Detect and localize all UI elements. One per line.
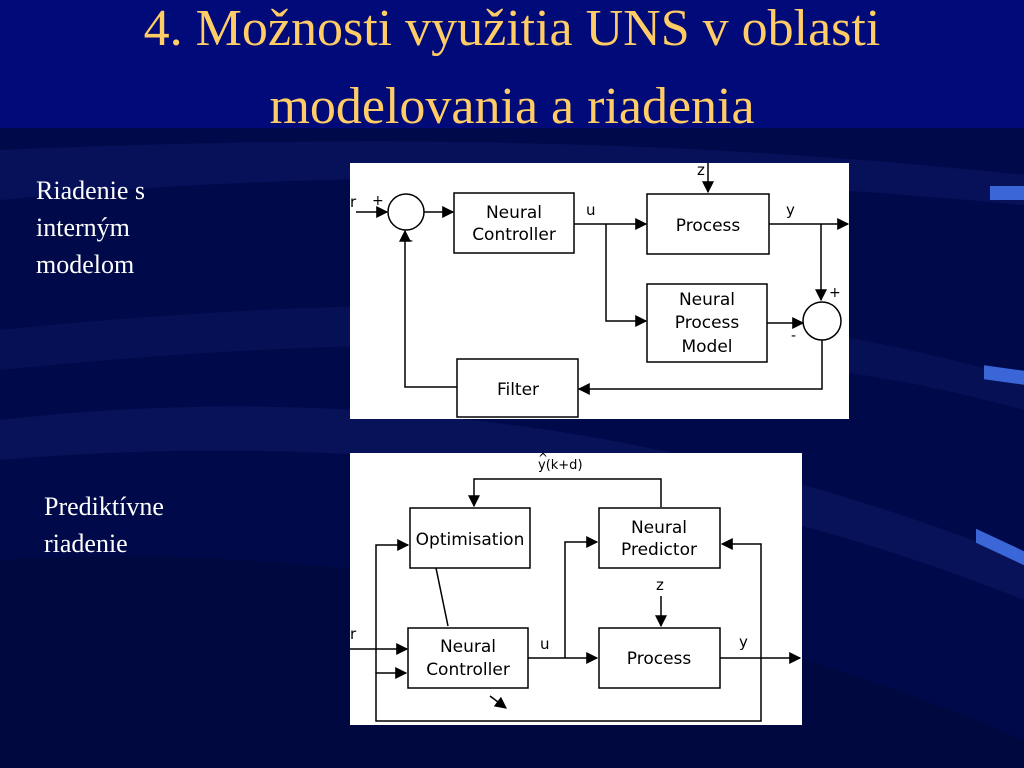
imc-diagram-svg: r + - Neural Controller u z Process y + … [350, 163, 849, 418]
filter-to-sum1-arrow [399, 229, 457, 388]
signal-y-label: y [739, 633, 748, 651]
controller-label-2: Controller [426, 660, 510, 680]
caption-line: riadenie [44, 529, 128, 558]
signal-y-label: y [786, 201, 795, 219]
process-block [646, 193, 770, 255]
controller-adapt-arrow [489, 695, 507, 709]
sum-junction-2 [802, 301, 842, 341]
neural-controller-label-1: Neural [486, 203, 542, 223]
predictor-label-2: Predictor [621, 540, 697, 560]
process-label: Process [627, 649, 692, 669]
u-to-model-arrow [605, 224, 648, 327]
optimisation-label: Optimisation [416, 530, 525, 550]
signal-r-label: r [350, 625, 357, 643]
caption-line: Riadenie s [36, 176, 146, 205]
caption-line: modelom [36, 250, 135, 279]
neural-predictor-block [598, 507, 721, 569]
optimisation-to-controller-link [435, 567, 449, 627]
neural-controller-label-2: Controller [472, 225, 556, 245]
predictor-label-1: Neural [631, 518, 687, 538]
title-line-2: modelovania a riadenia [269, 78, 755, 135]
signal-z-label: z [656, 576, 664, 594]
y-to-predictor-arrow [720, 538, 762, 658]
sum2-to-filter-arrow [577, 340, 823, 395]
predictor-to-optimisation-arrow [468, 478, 662, 508]
yhat-hat: ^ [538, 453, 548, 465]
signal-yhat-label: y(k+d) [538, 458, 583, 473]
sum1-minus: - [408, 233, 413, 249]
filter-label: Filter [497, 380, 539, 400]
sum2-plus: + [829, 285, 841, 301]
signal-z-label: z [697, 163, 705, 179]
model-label-2: Process [675, 313, 740, 333]
caption-line: interným [36, 213, 130, 242]
caption-internal-model-control: Riadenie s interným modelom [36, 172, 216, 283]
diagram-internal-model-control: r + - Neural Controller u z Process y + … [350, 163, 849, 419]
controller-label-1: Neural [440, 637, 496, 657]
process-block [598, 627, 721, 689]
optimisation-block [409, 507, 531, 569]
neural-controller-block [407, 627, 529, 689]
r-to-optimisation-arrow [375, 539, 410, 673]
signal-u-label: u [586, 201, 596, 219]
model-label-3: Model [681, 337, 732, 357]
sum1-plus: + [372, 193, 384, 209]
neural-process-model-block [646, 283, 768, 363]
u-to-predictor-arrow [564, 536, 599, 658]
slide-title: 4. Možnosti využitia UNS v oblasti model… [0, 0, 1024, 135]
filter-block [456, 358, 579, 418]
neural-controller-block [453, 192, 575, 254]
signal-u-label: u [540, 635, 550, 653]
sum-junction-1 [387, 193, 425, 231]
predictive-diagram-svg: ^ y(k+d) Optimisation Neural Predictor r… [350, 453, 802, 722]
title-line-1: 4. Možnosti využitia UNS v oblasti [143, 0, 881, 57]
caption-line: Prediktívne [44, 492, 164, 521]
y-feedback-to-controller-arrow [375, 658, 762, 722]
signal-r-label: r [350, 193, 357, 211]
model-label-1: Neural [679, 290, 735, 310]
sum2-minus: - [791, 328, 796, 344]
process-label: Process [676, 216, 741, 236]
accent-mark [990, 186, 1024, 200]
caption-predictive-control: Prediktívne riadenie [44, 488, 244, 562]
diagram-predictive-control: ^ y(k+d) Optimisation Neural Predictor r… [350, 453, 802, 725]
